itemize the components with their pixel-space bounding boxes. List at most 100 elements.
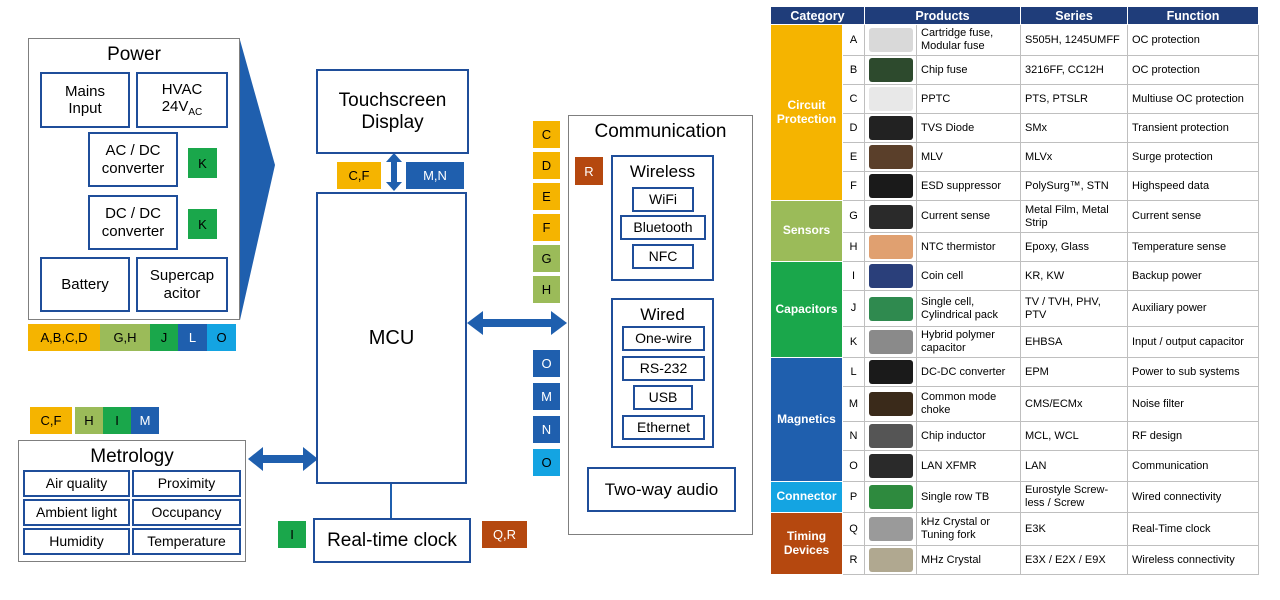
letter-cell: E [842,142,865,172]
wireless-title: Wireless [629,162,696,181]
wireless-item-bluetooth: Bluetooth [620,215,706,240]
letter-cell: G [842,200,865,233]
product-image-cell [864,232,917,262]
letter-cell: M [842,386,865,422]
power-tag-2: G,H [100,324,150,351]
product-thumbnail-icon [868,296,913,321]
series-cell: PolySurg™, STN [1020,171,1128,201]
metrology-tag-3: I [103,407,131,434]
dcdc-label-2: converter [101,222,165,240]
product-cell: LAN XFMR [916,450,1021,482]
header-products: Products [864,6,1021,25]
product-cell: kHz Crystal or Tuning fork [916,512,1021,546]
letter-cell: C [842,84,865,114]
header-category: Category [770,6,865,25]
product-image-cell [864,512,917,546]
category-cell: Capacitors [770,261,843,358]
hvac-value: 24VAC [162,98,203,119]
series-cell: TV / TVH, PHV, PTV [1020,290,1128,327]
wireless-item-wifi: WiFi [632,187,694,212]
mcu-box: MCU [316,192,467,484]
product-cell: Single row TB [916,481,1021,513]
touchscreen-tag-left: C,F [337,162,381,189]
comm-tag-top-1: C [533,121,560,148]
product-cell: TVS Diode [916,113,1021,143]
metrology-item-proximity: Proximity [132,470,241,497]
metrology-item-occupancy: Occupancy [132,499,241,526]
letter-cell: Q [842,512,865,546]
touchscreen-tag-right: M,N [406,162,464,189]
function-cell: Temperature sense [1127,232,1259,262]
product-image-cell [864,450,917,482]
series-cell: E3X / E2X / E9X [1020,545,1128,575]
dcdc-label-1: DC / DC [105,205,161,223]
header-series: Series [1020,6,1128,25]
mains-label-1: Mains [64,82,105,100]
product-image-cell [864,357,917,387]
wired-item-usb: USB [633,385,693,410]
metrology-item-air-quality: Air quality [23,470,130,497]
power-tag-4: L [178,324,207,351]
category-cell: Sensors [770,200,843,262]
product-cell: ESD suppressor [916,171,1021,201]
product-cell: NTC thermistor [916,232,1021,262]
hvac-label: HVAC [161,81,203,99]
table-header-row: Category Products Series Function [770,6,1259,25]
wireless-tag: R [575,157,603,185]
mains-label-2: Input [68,100,102,117]
touch-mcu-arrow [386,153,402,191]
power-tag-3: J [150,324,178,351]
letter-cell: P [842,481,865,513]
hvac-subscript: AC [188,107,203,119]
comm-tag-top-6: H [533,276,560,303]
product-cell: Common mode choke [916,386,1021,422]
dcdc-box: DC / DC converter [88,195,178,250]
product-image-cell [864,481,917,513]
metrology-mcu-arrow [248,447,318,471]
dcdc-tag: K [188,209,217,239]
category-cell: Timing Devices [770,512,843,575]
category-cell: Connector [770,481,843,513]
product-thumbnail-icon [868,330,913,354]
supercap-box: Supercap acitor [136,257,228,312]
function-cell: Input / output capacitor [1127,326,1259,358]
product-cell: Cartridge fuse, Modular fuse [916,24,1021,56]
series-cell: Epoxy, Glass [1020,232,1128,262]
two-way-audio-box: Two-way audio [587,467,736,512]
product-cell: Coin cell [916,261,1021,291]
category-cell: Magnetics [770,357,843,482]
function-cell: Wireless connectivity [1127,545,1259,575]
series-cell: PTS, PTSLR [1020,84,1128,114]
function-cell: Highspeed data [1127,171,1259,201]
product-thumbnail-icon [868,204,913,229]
letter-cell: B [842,55,865,85]
series-cell: E3K [1020,512,1128,546]
function-cell: Multiuse OC protection [1127,84,1259,114]
mains-input-box: Mains Input [40,72,130,128]
communication-title: Communication [594,121,727,142]
product-image-cell [864,84,917,114]
supercap-label-1: Supercap [149,267,215,285]
comm-tag-top-2: D [533,152,560,179]
product-image-cell [864,55,917,85]
product-image-cell [864,386,917,422]
product-cell: DC-DC converter [916,357,1021,387]
series-cell: EHBSA [1020,326,1128,358]
function-cell: Power to sub systems [1127,357,1259,387]
battery-box: Battery [40,257,130,312]
product-thumbnail-icon [868,360,913,384]
metrology-item-ambient-light: Ambient light [23,499,130,526]
wireless-item-nfc: NFC [632,244,694,269]
wired-item-ethernet: Ethernet [622,415,705,440]
series-cell: CMS/ECMx [1020,386,1128,422]
